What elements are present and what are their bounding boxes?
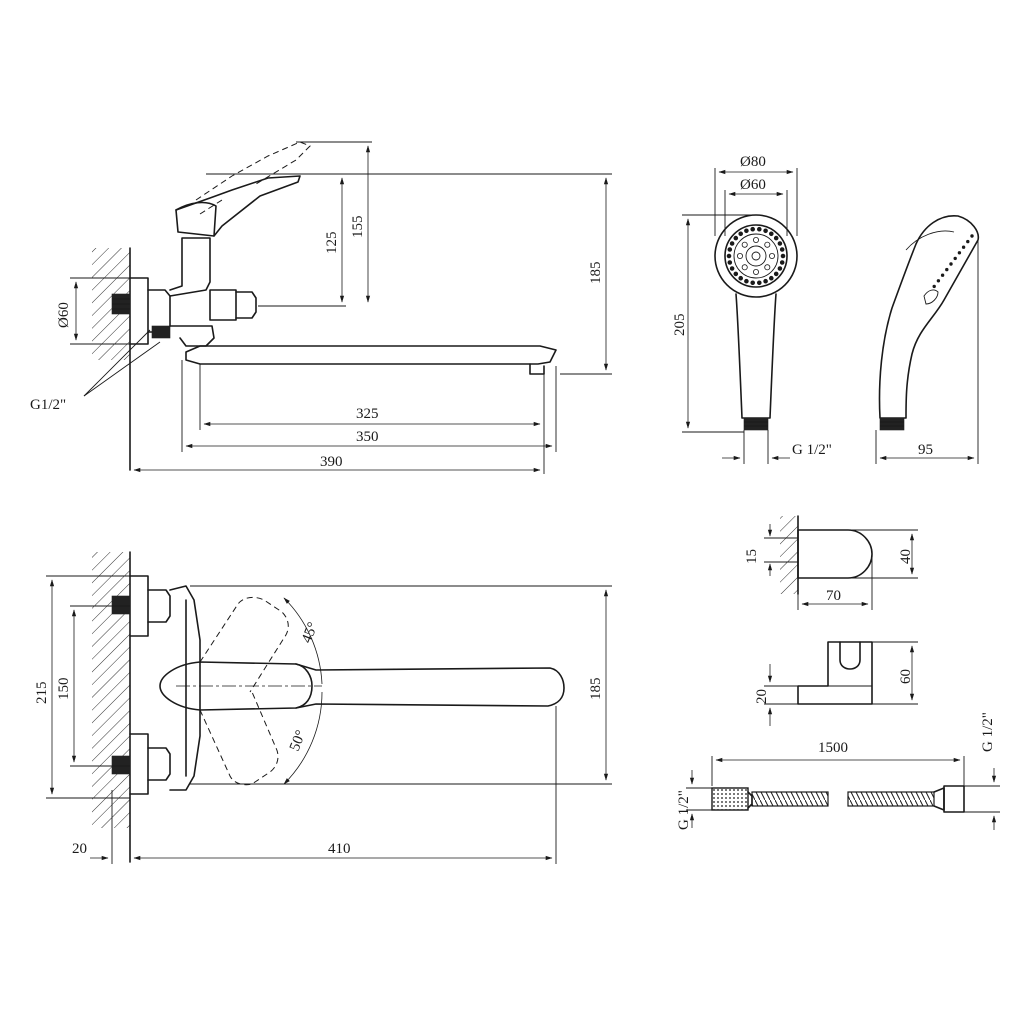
dim-95: 95 (918, 442, 933, 458)
nozzle-dot (753, 236, 760, 243)
nozzle-dot (768, 275, 774, 281)
nozzle-dot (777, 266, 783, 271)
nozzle-dot (756, 226, 762, 232)
dim-d80: Ø80 (740, 154, 766, 170)
dim-205: 205 (672, 314, 688, 337)
side-nozzle-dot (945, 267, 949, 272)
side-nozzle-dot (961, 245, 966, 249)
side-nozzle-dot (953, 256, 957, 261)
wall-holder-view: 15 40 70 (744, 515, 918, 610)
nozzle-dot (756, 280, 762, 286)
dim-60: 60 (898, 669, 914, 684)
dim-185-side: 185 (588, 262, 604, 285)
side-nozzle-dot (932, 284, 936, 289)
dim-20-top: 20 (72, 841, 87, 857)
nozzle-dot (763, 228, 768, 234)
shower-bracket-view: 20 60 (754, 641, 918, 726)
dim-d60-side: Ø60 (56, 302, 72, 328)
wall-hatch-top (92, 552, 130, 828)
dim-40: 40 (898, 549, 914, 564)
nozzle-dot (726, 253, 732, 259)
shower-head-side-view: 95 (875, 215, 980, 464)
nozzle-dot (753, 268, 760, 275)
nozzle-dot (763, 278, 768, 284)
mixer-top-view: 215 150 185 45° 50° 20 410 (34, 551, 612, 864)
nozzle-dot (738, 231, 743, 237)
side-nozzles (932, 234, 974, 289)
nozzle-ring-inner (737, 236, 776, 275)
dim-150: 150 (56, 678, 72, 701)
nozzle-dot (729, 266, 735, 271)
nozzle-dot (764, 241, 771, 248)
nozzle-dot (764, 264, 771, 271)
dim-215: 215 (34, 682, 50, 705)
dim-45deg: 45° (299, 620, 322, 645)
nozzle-ring-outer (726, 226, 786, 286)
nozzle-dot (744, 278, 749, 284)
nozzle-dot (727, 260, 733, 265)
nozzle-dot (741, 241, 748, 248)
dim-325: 325 (356, 406, 379, 422)
nozzle-dot (769, 252, 776, 259)
dim-d60-head: Ø60 (740, 177, 766, 193)
nozzle-dot (780, 253, 786, 259)
nozzle-dot (773, 235, 779, 241)
dim-g12-side: G1/2" (30, 397, 66, 413)
shower-hose-view: 1500 G 1/2" G 1/2" (676, 712, 1000, 830)
nozzle-dot (768, 231, 774, 237)
dim-70: 70 (826, 588, 841, 604)
dim-50deg: 50° (287, 728, 310, 753)
dim-410: 410 (328, 841, 351, 857)
nozzle-dot (738, 275, 743, 281)
nozzle-dot (779, 260, 785, 265)
nozzle-dot (737, 252, 744, 259)
dim-155: 155 (350, 216, 366, 239)
side-nozzle-dot (936, 279, 941, 283)
dim-125: 125 (324, 232, 340, 255)
nozzle-dot (733, 235, 739, 241)
dim-g12-head: G 1/2" (792, 442, 832, 458)
nozzle-dot (773, 271, 779, 277)
side-nozzle-dot (940, 273, 945, 277)
nozzle-dot (729, 241, 735, 246)
side-nozzle-dot (949, 262, 953, 266)
dim-20-bracket: 20 (754, 689, 770, 704)
side-nozzle-dot (970, 234, 974, 238)
nozzle-dot (744, 228, 749, 234)
nozzle-dot (741, 264, 748, 271)
dim-350: 350 (356, 429, 379, 445)
lever-rotated-45 (199, 596, 289, 693)
mixer-side-view: Ø60 G1/2" 125 155 185 325 350 390 (30, 141, 612, 474)
dim-g12-hose-left: G 1/2" (676, 790, 692, 830)
shower-head-front-view: Ø80 Ø60 205 G 1/2" (672, 154, 832, 464)
nozzle-dot (733, 271, 739, 277)
nozzle-dot (750, 280, 755, 286)
nozzle-dot (727, 247, 733, 252)
side-nozzle-dot (957, 251, 962, 255)
dim-185-top: 185 (588, 678, 604, 701)
nozzle-dot (779, 247, 785, 252)
dim-g12-hose-right: G 1/2" (980, 712, 996, 752)
lever-rotated-50 (199, 691, 279, 786)
dim-390: 390 (320, 454, 343, 470)
nozzle-dot (750, 226, 755, 232)
side-nozzle-dot (966, 239, 970, 244)
dim-15: 15 (744, 549, 760, 564)
dim-1500: 1500 (818, 740, 848, 756)
nozzle-dot (777, 241, 783, 246)
